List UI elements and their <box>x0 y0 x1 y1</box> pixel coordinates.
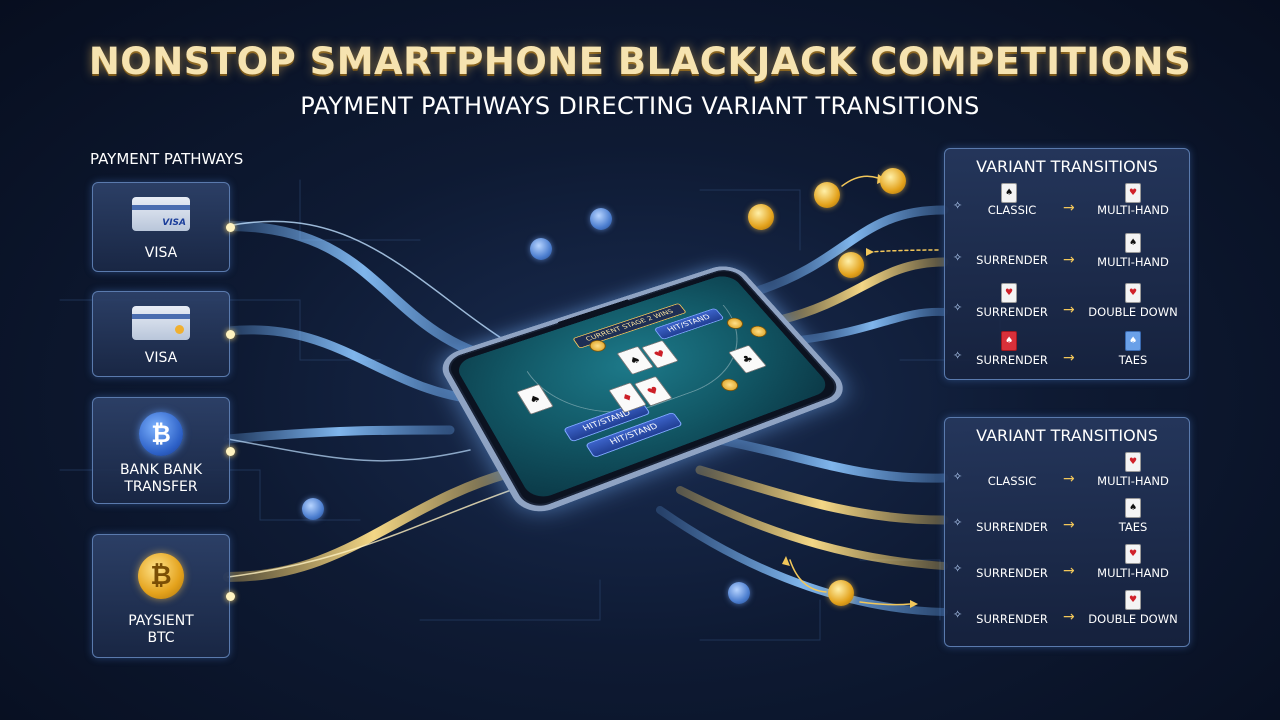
sparkle-icon: ✧ <box>953 251 963 264</box>
card-icon: ♥ <box>1125 452 1141 472</box>
credit-card-icon: VISA <box>132 197 190 231</box>
card-icon: ♠ <box>1125 331 1141 351</box>
arrow-right-icon: → <box>1063 471 1075 487</box>
card-icon: ♥ <box>1001 283 1017 303</box>
variant-to: MULTI-HAND <box>1097 566 1169 580</box>
sparkle-icon: ✧ <box>953 349 963 362</box>
card-icon: ♥ <box>1125 283 1141 303</box>
credit-card-icon <box>132 306 190 340</box>
variant-to: MULTI-HAND <box>1097 203 1169 217</box>
sparkle-icon: ✧ <box>953 301 963 314</box>
panel-title: VARIANT TRANSITIONS <box>976 157 1158 176</box>
variant-row[interactable]: ✧ SURRENDER → ♥ DOUBLE DOWN <box>945 590 1189 630</box>
card-icon: ♠ <box>1125 233 1141 253</box>
variant-to: DOUBLE DOWN <box>1088 305 1178 319</box>
variant-to: DOUBLE DOWN <box>1088 612 1178 626</box>
variant-from: SURRENDER <box>976 520 1048 534</box>
variant-row[interactable]: ✧ ♠ CLASSIC → ♥ MULTI-HAND <box>945 181 1189 221</box>
payment-option-bank-transfer[interactable]: ₿ BANK BANK TRANSFER <box>92 397 235 504</box>
variant-from: SURRENDER <box>976 566 1048 580</box>
chip-stack <box>747 324 770 339</box>
arrow-right-icon: → <box>1063 563 1075 579</box>
variant-to: TAES <box>1118 353 1148 367</box>
variant-transitions-panel-top: VARIANT TRANSITIONS ✧ ♠ CLASSIC → ♥ MULT… <box>944 148 1190 380</box>
blue-coin-icon <box>590 208 612 230</box>
arrow-right-icon: → <box>1063 350 1075 366</box>
pathway-node <box>226 223 235 232</box>
blue-coin-icon <box>530 238 552 260</box>
sparkle-icon: ✧ <box>953 199 963 212</box>
variant-row[interactable]: ✧ ♥ SURRENDER → ♥ DOUBLE DOWN <box>945 283 1189 323</box>
card-brand: VISA <box>162 218 186 228</box>
payment-option-label-line2: TRANSFER <box>124 479 198 495</box>
card-icon: ♥ <box>1125 544 1141 564</box>
variant-to: MULTI-HAND <box>1097 474 1169 488</box>
page-title: NONSTOP SMARTPHONE BLACKJACK COMPETITION… <box>88 40 1192 83</box>
payment-option-visa-2[interactable]: VISA <box>92 291 235 377</box>
blue-coin-icon <box>302 498 324 520</box>
sparkle-icon: ✧ <box>953 516 963 529</box>
pathway-node <box>226 446 235 456</box>
playing-card[interactable]: ♣ <box>728 344 767 374</box>
variant-row[interactable]: ✧ SURRENDER → ♠ TAES <box>945 498 1189 538</box>
card-icon: ♠ <box>1125 498 1141 518</box>
payment-option-label: VISA <box>144 350 178 366</box>
payment-option-label: VISA <box>144 245 178 261</box>
variant-row[interactable]: ✧ SURRENDER → ♥ MULTI-HAND <box>945 544 1189 584</box>
variant-from: SURRENDER <box>976 305 1048 319</box>
arrow-right-icon: → <box>1063 252 1075 268</box>
payment-option-visa-1[interactable]: VISA VISA <box>92 182 235 272</box>
payment-pathways-label: PAYMENT PATHWAYS <box>90 150 244 168</box>
payment-option-label-line1: PAYSIENT <box>128 613 194 629</box>
variant-from: CLASSIC <box>987 203 1037 217</box>
variant-row[interactable]: ✧ CLASSIC → ♥ MULTI-HAND <box>945 452 1189 492</box>
arrow-right-icon: → <box>1063 609 1075 625</box>
sparkle-icon: ✧ <box>953 608 963 621</box>
payment-option-btc[interactable]: ₿ PAYSIENT BTC <box>92 534 235 658</box>
smartphone: CURRENT STAGE 2 WINS HIT/STAND HIT/STAND… <box>400 240 880 540</box>
gold-coin-icon <box>814 182 840 208</box>
variant-row[interactable]: ✧ ♠ SURRENDER → ♠ TAES <box>945 331 1189 371</box>
bitcoin-icon: ₿ <box>138 553 184 599</box>
arrow-right-icon: → <box>1063 200 1075 216</box>
gold-coin-icon <box>748 204 774 230</box>
bank-coin-icon: ₿ <box>139 412 183 456</box>
variant-to: MULTI-HAND <box>1097 255 1169 269</box>
card-icon: ♥ <box>1125 183 1141 203</box>
variant-from: SURRENDER <box>976 353 1048 367</box>
blackjack-table-screen: CURRENT STAGE 2 WINS HIT/STAND HIT/STAND… <box>453 272 833 502</box>
variant-transitions-panel-bottom: VARIANT TRANSITIONS ✧ CLASSIC → ♥ MULTI-… <box>944 417 1190 647</box>
variant-from: CLASSIC <box>987 474 1037 488</box>
sparkle-icon: ✧ <box>953 470 963 483</box>
sparkle-icon: ✧ <box>953 562 963 575</box>
card-icon: ♠ <box>1001 183 1017 203</box>
pathway-node <box>226 592 235 601</box>
phone-body: CURRENT STAGE 2 WINS HIT/STAND HIT/STAND… <box>434 261 854 520</box>
pathway-node <box>226 330 235 339</box>
gold-coin-icon <box>828 580 854 606</box>
arrow-right-icon: → <box>1063 517 1075 533</box>
page-subtitle: PAYMENT PATHWAYS DIRECTING VARIANT TRANS… <box>300 92 980 120</box>
variant-from: SURRENDER <box>976 253 1048 267</box>
gold-coin-icon <box>880 168 906 194</box>
card-icon: ♥ <box>1125 590 1141 610</box>
arrow-right-icon: → <box>1063 302 1075 318</box>
chip-stack <box>718 376 742 394</box>
variant-to: TAES <box>1118 520 1148 534</box>
panel-title: VARIANT TRANSITIONS <box>976 426 1158 445</box>
blue-coin-icon <box>728 582 750 604</box>
variant-row[interactable]: ✧ SURRENDER → ♠ MULTI-HAND <box>945 233 1189 273</box>
card-icon: ♠ <box>1001 331 1017 351</box>
payment-option-label-line1: BANK BANK <box>119 462 203 478</box>
gold-coin-icon <box>838 252 864 278</box>
variant-from: SURRENDER <box>976 612 1048 626</box>
payment-option-label-line2: BTC <box>147 630 175 646</box>
